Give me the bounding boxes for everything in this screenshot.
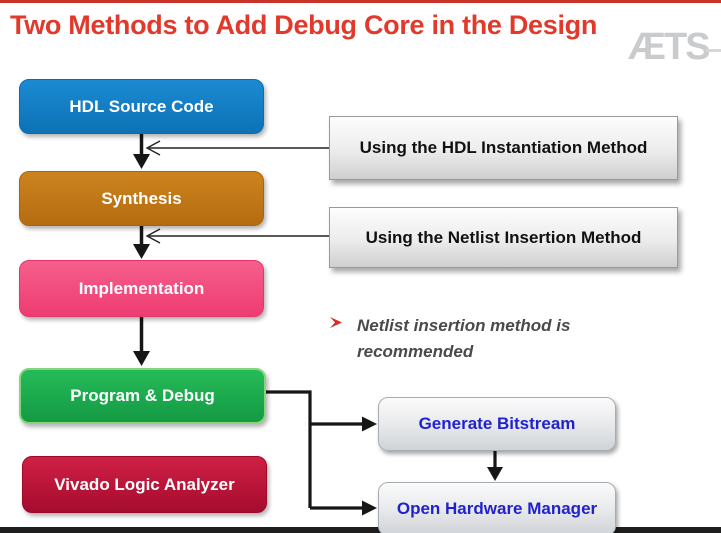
connector-netlist-insertion-method [145,228,329,244]
note-line-2: recommended [357,342,474,361]
arrow-bitstream-to-hardware-manager [487,450,503,481]
top-accent-bar [0,0,721,3]
arrow-synthesis-to-implementation [133,224,150,259]
note-line-1: Netlist insertion method is [357,316,571,335]
slide-title: Two Methods to Add Debug Core in the Des… [10,10,598,40]
flow-box-vivado-logic-analyzer: Vivado Logic Analyzer [22,456,267,513]
flow-box-program-debug: Program & Debug [19,368,266,424]
flow-box-label: Vivado Logic Analyzer [54,474,235,494]
output-box-label: Open Hardware Manager [396,499,598,518]
note-text: Netlist insertion method is recommended [357,313,570,365]
flow-box-label: HDL Source Code [69,96,214,116]
watermark-logo: ÆTS [628,26,711,68]
recommendation-note: Netlist insertion method is recommended [330,313,570,365]
output-box-label: Generate Bitstream [418,414,576,433]
connector-program-debug-branch [262,390,377,516]
flow-box-label: Implementation [78,278,205,298]
output-box-generate-bitstream: Generate Bitstream [378,397,616,451]
note-bullet-icon [330,316,343,365]
method-box-label: Using the Netlist Insertion Method [365,227,642,247]
arrow-implementation-to-program-debug [133,317,150,366]
flow-box-label: Program & Debug [70,386,215,405]
method-box-hdl-instantiation: Using the HDL Instantiation Method [329,116,678,180]
flow-box-label: Synthesis [101,188,182,208]
watermark-tagline [706,49,721,52]
arrow-hdl-to-synthesis [133,132,150,169]
output-box-open-hardware-manager: Open Hardware Manager [378,482,616,533]
flow-box-implementation: Implementation [19,260,264,317]
bottom-edge-bar [0,527,721,533]
method-box-netlist-insertion: Using the Netlist Insertion Method [329,207,678,268]
flow-box-synthesis: Synthesis [19,171,264,226]
method-box-label: Using the HDL Instantiation Method [359,138,648,157]
flow-box-hdl-source-code: HDL Source Code [19,79,264,134]
connector-hdl-instantiation-method [145,140,329,156]
